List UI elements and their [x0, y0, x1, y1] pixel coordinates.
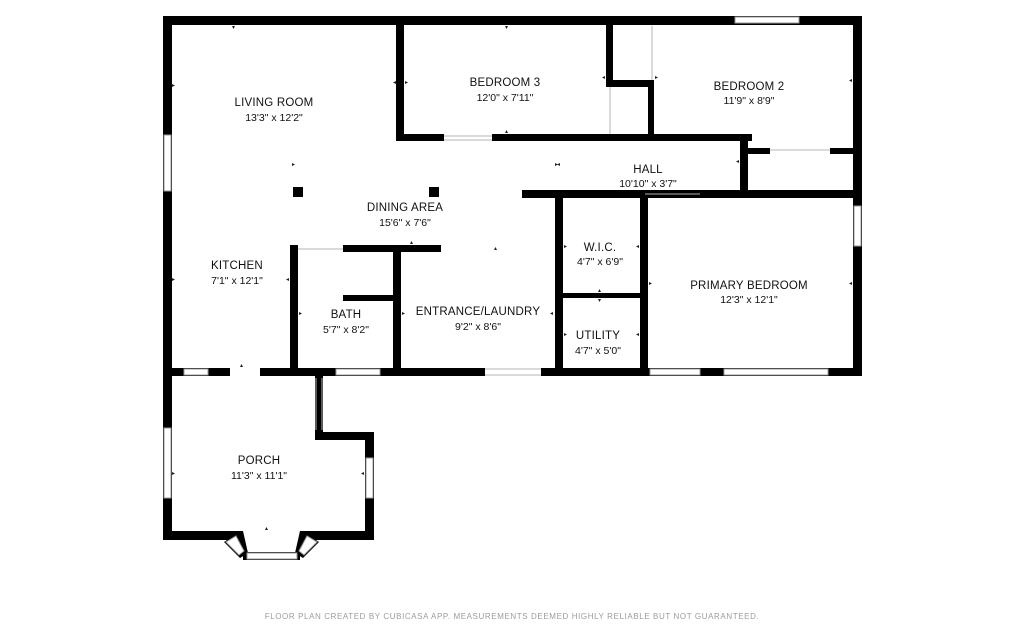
fixtures [293, 187, 439, 197]
entrance-laundry-dims: 9'2" x 8'6" [455, 321, 501, 333]
hall-label: HALL [633, 164, 663, 176]
window-bedroom-2 [734, 16, 800, 24]
window-primary-side [853, 205, 862, 247]
dining-area-dims: 15'6" x 7'6" [379, 217, 431, 229]
utility-dims: 4'7" x 5'0" [575, 345, 621, 357]
living-room-dims: 13'3" x 12'2" [245, 112, 303, 124]
wic-dims: 4'7" x 6'9" [577, 256, 623, 268]
utility-label: UTILITY [576, 330, 620, 342]
window-bay [246, 552, 298, 560]
bath-dims: 5'7" x 8'2" [323, 324, 369, 336]
door-openings [230, 26, 830, 430]
window-primary-2 [723, 368, 829, 376]
window-bay-left [225, 535, 245, 556]
porch-label: PORCH [238, 455, 281, 467]
window-living-room [163, 134, 172, 192]
dining-area-label: DINING AREA [367, 202, 443, 214]
measurement-ticks [172, 26, 852, 530]
living-room-label: LIVING ROOM [235, 97, 314, 109]
primary-bedroom-dims: 12'3" x 12'1" [720, 294, 778, 306]
kitchen-label: KITCHEN [211, 260, 263, 272]
window-kitchen [183, 368, 209, 376]
bath-label: BATH [331, 309, 362, 321]
bedroom-3-dims: 12'0" x 7'11" [477, 92, 534, 104]
hall-dims: 10'10" x 3'7" [619, 178, 677, 190]
column-marker [293, 187, 303, 197]
wic-label: W.I.C. [584, 242, 617, 254]
porch-dims: 11'3" x 11'1" [231, 470, 287, 482]
kitchen-dims: 7'1" x 12'1" [211, 275, 263, 287]
room-labels: LIVING ROOM 13'3" x 12'2" BEDROOM 3 12'0… [211, 77, 808, 482]
bedroom-2-label: BEDROOM 2 [714, 81, 785, 93]
entrance-laundry-label: ENTRANCE/LAUNDRY [416, 306, 541, 318]
primary-bedroom-label: PRIMARY BEDROOM [690, 280, 808, 292]
window-primary-1 [649, 368, 701, 376]
bedroom-2-dims: 11'9" x 8'9" [724, 95, 775, 107]
window-porch-left [163, 427, 172, 499]
windows [163, 16, 862, 560]
window-bath [335, 368, 381, 376]
column-marker [429, 187, 439, 197]
interior-walls [290, 16, 862, 376]
bedroom-3-label: BEDROOM 3 [470, 77, 541, 89]
disclaimer-footer: FLOOR PLAN CREATED BY CUBICASA APP. MEAS… [264, 612, 760, 621]
window-bay-right [298, 535, 318, 556]
window-porch-right [365, 457, 374, 499]
